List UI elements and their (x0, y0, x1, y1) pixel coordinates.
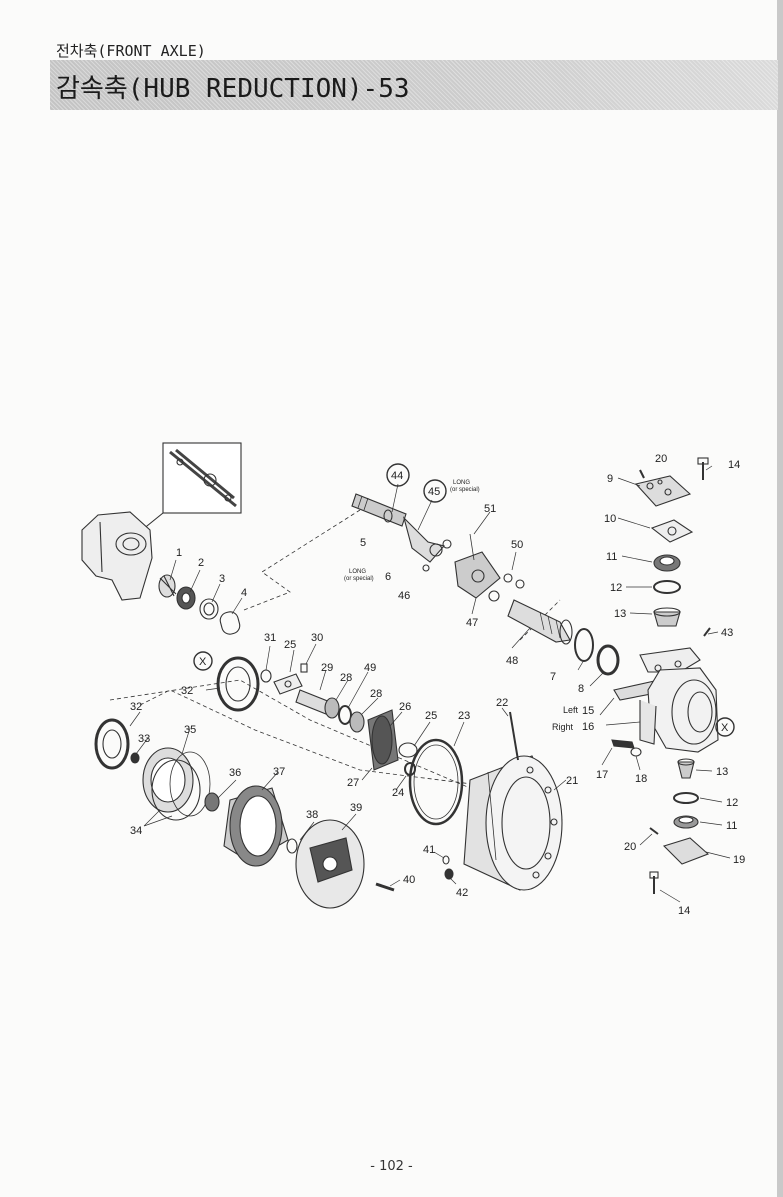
callout-x-label: X (721, 722, 729, 734)
part-label: 27 (347, 777, 359, 789)
part-label: 40 (403, 874, 415, 886)
part-label: 34 (130, 825, 142, 837)
page-edge (777, 0, 783, 1197)
part-label: 23 (458, 710, 470, 722)
part-label: 43 (721, 627, 733, 639)
note-long: LONG (349, 569, 366, 575)
part-label: 32 (181, 685, 193, 697)
wheel-hub (463, 711, 563, 891)
part-label: 49 (364, 662, 376, 674)
kingpin-top-group (634, 457, 711, 637)
part-label: 48 (506, 655, 518, 667)
page-number: - 102 - (370, 1159, 413, 1174)
side-label: Right (552, 722, 574, 732)
part-label: 51 (484, 503, 496, 515)
part-label: 8 (578, 683, 584, 695)
part-label: 13 (614, 608, 626, 620)
part-label: 28 (370, 688, 382, 700)
part-label: 14 (678, 905, 690, 917)
part-label: 4 (241, 587, 247, 599)
part-label: 14 (728, 459, 740, 471)
part-label: 44 (391, 470, 403, 482)
part-label: 15 (582, 705, 594, 717)
part-label: 11 (726, 820, 737, 832)
callout-circle-45 (423, 479, 447, 503)
planetary-gear-group (260, 663, 418, 776)
part-label: 13 (716, 766, 728, 778)
part-label: 24 (392, 787, 404, 799)
part-label: 20 (655, 453, 667, 465)
seal-rings-7-8 (574, 628, 620, 676)
part-label: 10 (604, 513, 616, 525)
kingpin-bottom-group (611, 739, 710, 894)
part-label: 21 (566, 775, 578, 787)
part-label: 26 (399, 701, 411, 713)
section-subtitle: 전차축(FRONT AXLE) (56, 42, 206, 60)
part-label: 1 (176, 547, 182, 559)
part-label: 47 (466, 617, 478, 629)
part-label: 32 (130, 701, 142, 713)
title-bar: 감속축(HUB REDUCTION)-53 (50, 60, 778, 110)
side-label: Left (563, 705, 579, 715)
part-label: 25 (425, 710, 437, 722)
part-label: 41 (423, 844, 435, 856)
part-label: 19 (733, 854, 745, 866)
callout-circle-x-left (193, 651, 213, 671)
part-label: 20 (624, 841, 636, 853)
steering-knuckle (613, 647, 719, 753)
part-label: 37 (273, 766, 285, 778)
ring-gear-group (204, 785, 454, 909)
part-label: 25 (284, 639, 296, 651)
callout-circle-44 (386, 463, 410, 487)
part-label: 31 (264, 632, 276, 644)
part-label: 30 (311, 632, 323, 644)
part-label: 35 (184, 724, 196, 736)
part-label: 29 (321, 662, 333, 674)
part-label: 9 (607, 473, 613, 485)
part-label: 45 (428, 486, 440, 498)
part-label: 39 (350, 802, 362, 814)
part-label: 7 (550, 671, 556, 683)
bearing-stack (158, 574, 241, 635)
note-long: LONG (453, 480, 470, 486)
hub-seal-group (94, 718, 211, 821)
part-label: 28 (340, 672, 352, 684)
part-label: 12 (726, 797, 738, 809)
callout-circle-x-right (715, 717, 735, 737)
axle-knuckle-housing (81, 511, 153, 601)
axle-housing-inset (162, 442, 242, 514)
note-special: (or special) (450, 487, 480, 493)
part-label: 38 (306, 809, 318, 821)
page-title: 감속축(HUB REDUCTION)-53 (56, 74, 410, 104)
callout-x-label: X (199, 656, 207, 668)
part-label: 46 (398, 590, 410, 602)
part-label: 18 (635, 773, 647, 785)
note-special: (or special) (344, 576, 374, 582)
part-label: 22 (496, 697, 508, 709)
part-label: 50 (511, 539, 523, 551)
part-label: 42 (456, 887, 468, 899)
part-label: 17 (596, 769, 608, 781)
part-label: 11 (606, 551, 617, 563)
part-label: 36 (229, 767, 241, 779)
part-label: 5 (360, 537, 366, 549)
part-label: 16 (582, 721, 594, 733)
part-label: 12 (610, 582, 622, 594)
part-label: 6 (385, 571, 391, 583)
part-label: 2 (198, 557, 204, 569)
part-label: 3 (219, 573, 225, 585)
part-label: 33 (138, 733, 150, 745)
leader-lines (129, 465, 731, 903)
seal-and-oring (216, 656, 464, 826)
drive-shaft-group (351, 493, 573, 645)
